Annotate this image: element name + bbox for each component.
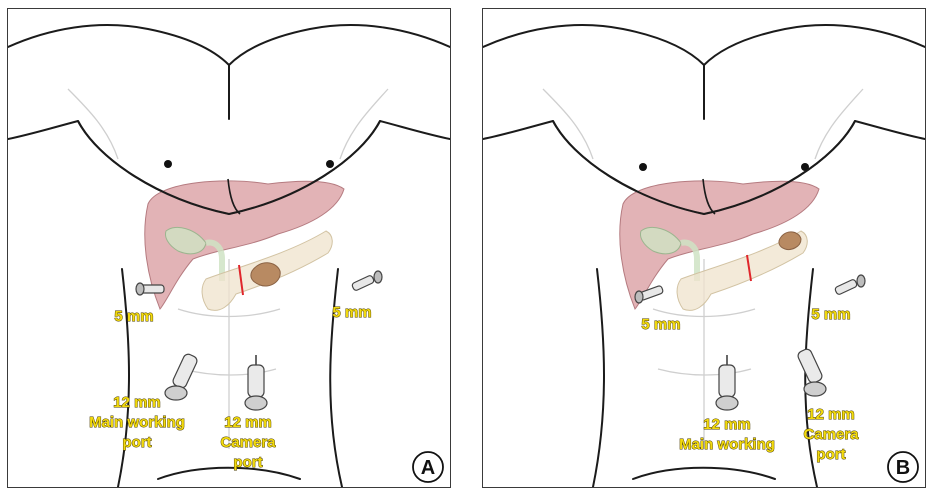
left-nipple (639, 163, 647, 171)
trocar-main-12mm (165, 353, 199, 400)
waist-line (633, 468, 775, 479)
shoulder-line (8, 25, 450, 65)
label-left-port: 5 mm (114, 308, 153, 325)
left-flank (118, 269, 129, 487)
label-camera-port-line2: Camera (220, 434, 276, 451)
right-arm-line (855, 121, 925, 139)
torso-diagram-b: 5 mm 5 mm 12 mm Main working 12 mm Camer… (483, 9, 925, 487)
label-camera-port-line3: port (816, 446, 845, 463)
trocar-right-5mm (351, 271, 382, 291)
trocar-camera-12mm (796, 348, 826, 396)
label-main-port-line2: Main working (89, 414, 185, 431)
label-main-port-line2: Main working (679, 436, 775, 453)
label-main-port-line3: port (122, 434, 151, 451)
panel-a: 5 mm 5 mm 12 mm Main working port 12 mm … (7, 8, 451, 488)
panel-b: 5 mm 5 mm 12 mm Main working 12 mm Camer… (482, 8, 926, 488)
label-camera-port-line1: 12 mm (224, 414, 272, 431)
trocar-main-12mm (716, 355, 738, 410)
left-arm-line (8, 121, 78, 139)
label-main-port-line1: 12 mm (113, 394, 161, 411)
panel-letter: B (896, 457, 910, 479)
label-right-port: 5 mm (332, 304, 371, 321)
trocar-right-5mm (834, 275, 865, 295)
trocar-camera-12mm (245, 355, 267, 410)
torso-diagram-a: 5 mm 5 mm 12 mm Main working port 12 mm … (8, 9, 450, 487)
label-main-port-line1: 12 mm (703, 416, 751, 433)
left-arm-line (483, 121, 553, 139)
shoulder-line (483, 25, 925, 65)
label-right-port: 5 mm (811, 306, 850, 323)
right-nipple (326, 160, 334, 168)
left-nipple (164, 160, 172, 168)
label-left-port: 5 mm (641, 316, 680, 333)
label-camera-port-line2: Camera (803, 426, 859, 443)
right-arm-line (380, 121, 450, 139)
label-camera-port-line1: 12 mm (807, 406, 855, 423)
right-flank (330, 269, 342, 487)
label-camera-port-line3: port (233, 454, 262, 471)
left-flank (593, 269, 604, 487)
trocar-left-5mm (136, 283, 164, 295)
panel-letter: A (421, 457, 435, 479)
waist-line (158, 468, 300, 479)
